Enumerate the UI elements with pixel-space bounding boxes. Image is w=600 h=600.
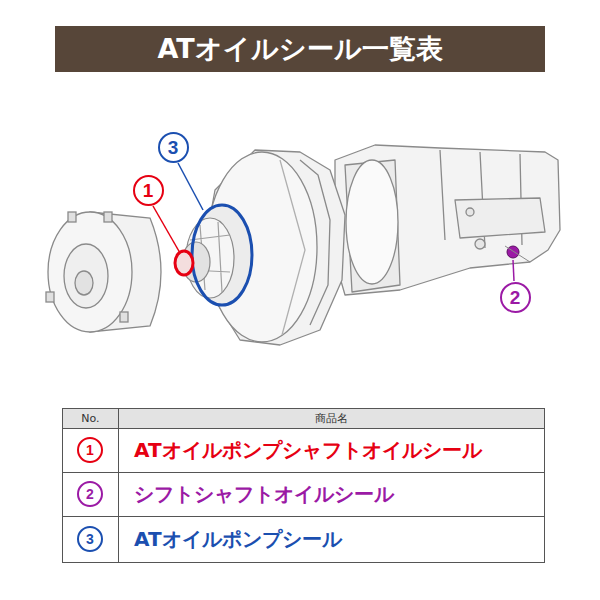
callout-circle: 3: [158, 132, 189, 163]
table-header-cell: 商品名: [119, 409, 544, 428]
callout-number: 2: [86, 487, 94, 501]
product-name: ATオイルポンプシール: [134, 526, 342, 553]
title-banner: ATオイルシール一覧表: [55, 26, 545, 72]
callout-circle: 1: [133, 175, 164, 206]
table-header: 商品名: [315, 411, 348, 426]
callout-circle: 1: [77, 437, 103, 463]
callout-number: 1: [86, 443, 94, 457]
table-header: No.: [81, 412, 99, 425]
callout-number: 2: [510, 288, 521, 307]
table-header-cell: No.: [63, 409, 118, 428]
product-name-cell: シフトシャフトオイルシール: [134, 473, 542, 516]
callout-number: 3: [86, 532, 94, 546]
product-name: シフトシャフトオイルシール: [134, 481, 394, 508]
callout-circle: 3: [77, 526, 103, 552]
product-name: ATオイルポンプシャフトオイルシール: [134, 437, 482, 464]
callout-circle: 2: [500, 282, 531, 313]
callout-number: 1: [143, 181, 154, 200]
product-name-cell: ATオイルポンプシール: [134, 517, 542, 562]
title-text: ATオイルシール一覧表: [157, 31, 442, 67]
callout-circle: 2: [77, 481, 103, 507]
callout-number: 3: [168, 138, 179, 157]
product-name-cell: ATオイルポンプシャフトオイルシール: [134, 429, 542, 472]
